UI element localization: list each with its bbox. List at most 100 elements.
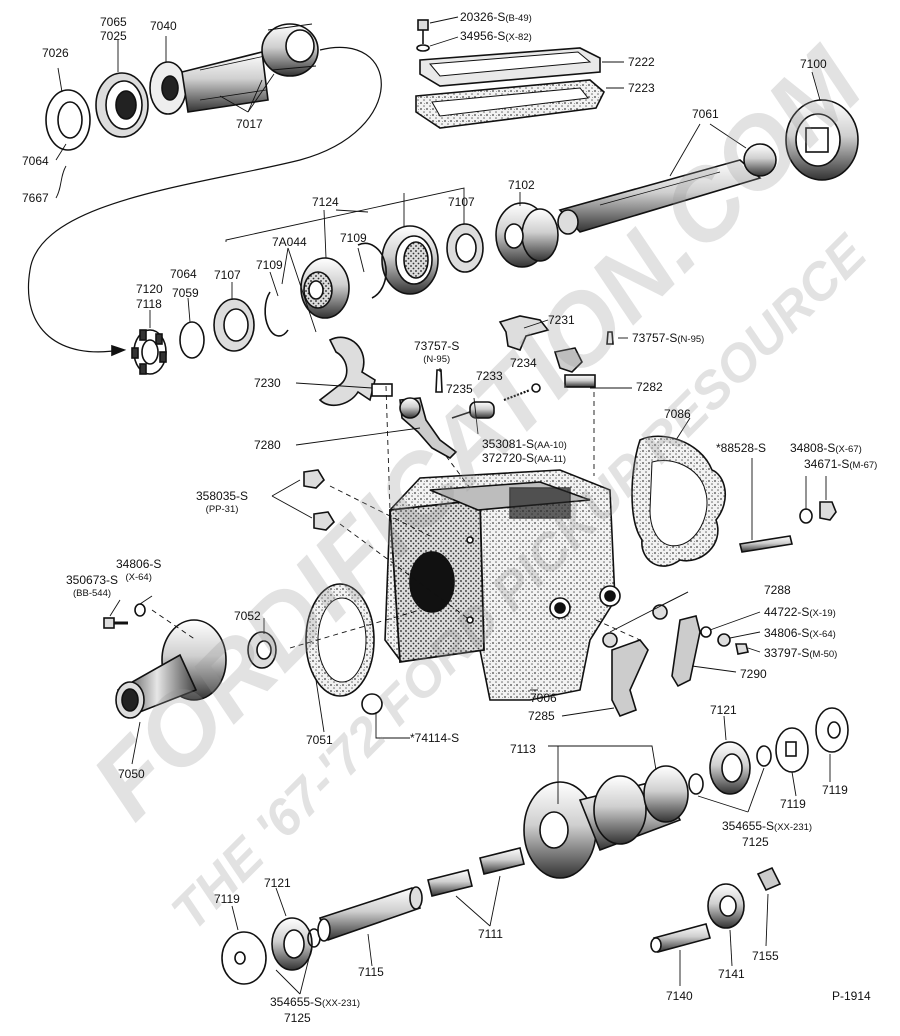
key-7155 [756,866,782,892]
washers-7288 [602,604,668,648]
cover-bolt-20326 [416,19,430,52]
label-7230: 7230 [254,376,281,390]
washer-34808 [799,508,813,524]
label-7113: 7113 [510,742,536,756]
stud-88528 [739,535,793,553]
label-7102: 7102 [508,178,535,192]
label-44722: 44722-S(X-19) [764,605,836,619]
label-7120: 7120 [136,282,163,296]
label-34806-left: 34806-S(X-64) [116,557,162,583]
snap-ring-7109b [264,291,289,337]
label-7121-bottom: 7121 [264,876,291,890]
label-7233: 7233 [476,369,503,383]
ring-7059 [179,321,205,359]
label-7290: 7290 [740,667,767,681]
label-7051: 7051 [306,733,333,747]
washer-7119b [815,707,849,753]
label-7059: 7059 [172,286,199,300]
bolt-350673 [103,617,128,629]
label-34671: 34671-S(M-67) [804,457,878,471]
label-7282: 7282 [636,380,663,394]
label-7125-top: 7125 [742,835,769,849]
label-20326: 20326-S(B-49) [460,10,532,24]
case-bolts-358035 [303,469,336,531]
detent-parts [435,331,614,419]
label-354655-bottom: 354655-S(XX-231) [270,995,361,1009]
lockwasher-34806a [134,603,146,617]
gear-7121b [271,917,313,971]
roller-bearings-7118 [131,329,167,375]
label-7285: 7285 [528,709,555,723]
label-34956: 34956-S(X-82) [460,29,532,43]
gasket-7051 [305,583,375,697]
label-7086: 7086 [664,407,691,421]
label-7052: 7052 [234,609,261,623]
label-34806-right: 34806-S(X-64) [764,626,836,640]
synchro-ring-7107b [213,298,255,352]
output-shaft-7061 [557,143,777,235]
seal-7052 [247,631,277,669]
gear-7100 [785,99,859,181]
label-7061: 7061 [692,107,719,121]
label-73757-left: 73757-S(N-95) [414,339,460,365]
hub-7124 [300,257,350,319]
label-7107-right: 7107 [448,195,475,209]
label-7280: 7280 [254,438,281,452]
label-7109-right: 7109 [340,231,367,245]
label-7017: 7017 [236,117,263,131]
retainer-7050 [115,619,227,719]
label-7231: 7231 [548,313,575,327]
label-34808: 34808-S(X-67) [790,441,862,455]
label-7125-bottom: 7125 [284,1011,311,1025]
label-7155: 7155 [752,949,779,963]
cover-7222 [419,47,601,87]
snap-ring-7026 [45,89,91,151]
label-372720: 372720-S(AA-11) [482,451,567,465]
label-7107-left: 7107 [214,268,241,282]
sleeve-7124 [381,225,439,295]
label-350673: 350673-S(BB-544) [66,573,119,599]
label-7119-right: 7119 [822,783,848,797]
label-7064-mid: 7064 [170,267,197,281]
gear-7102 [495,202,559,268]
label-7667: 7667 [22,191,49,205]
diagram-id: P-1914 [832,989,871,1003]
label-7050: 7050 [118,767,145,781]
shift-fork-7230 [318,336,393,407]
gear-7141 [707,883,745,929]
snap-ring-7109a [357,242,387,299]
label-7A044: 7A044 [272,235,307,249]
label-7118: 7118 [136,297,162,311]
washer-7119a [775,727,809,773]
label-7119-bottom: 7119 [214,892,240,906]
label-7109-left: 7109 [256,258,283,272]
label-7026: 7026 [42,46,69,60]
label-7119-mid: 7119 [780,797,806,811]
shift-lever-7282 [553,347,596,388]
cluster-gear-7113 [523,765,689,879]
label-7100: 7100 [800,57,827,71]
transmission-case-7006 [384,469,621,701]
label-353081: 353081-S(AA-10) [482,437,567,451]
shift-fork-7231 [498,315,550,351]
label-7065: 7065 [100,15,127,29]
label-7111: 7111 [478,927,503,941]
label-7141: 7141 [718,967,745,981]
label-354655-top: 354655-S(XX-231) [722,819,813,833]
washer-7119c [221,931,267,985]
label-73757-right: 73757-S(N-95) [632,331,705,345]
gear-7121a [709,741,751,795]
pin-7140 [650,923,711,953]
label-358035: 358035-S(PP-31) [196,489,249,515]
lever-7285 [611,639,649,718]
label-7140: 7140 [666,989,693,1003]
bearing-7025 [95,72,149,138]
label-88528: *88528-S [716,441,767,455]
shift-lever-7280 [399,397,458,459]
label-33797: 33797-S(M-50) [764,646,838,660]
synchro-ring-7107a [446,223,484,273]
ring-354655a [688,745,772,795]
countershaft-7115 [317,886,423,942]
label-7115: 7115 [358,965,384,979]
